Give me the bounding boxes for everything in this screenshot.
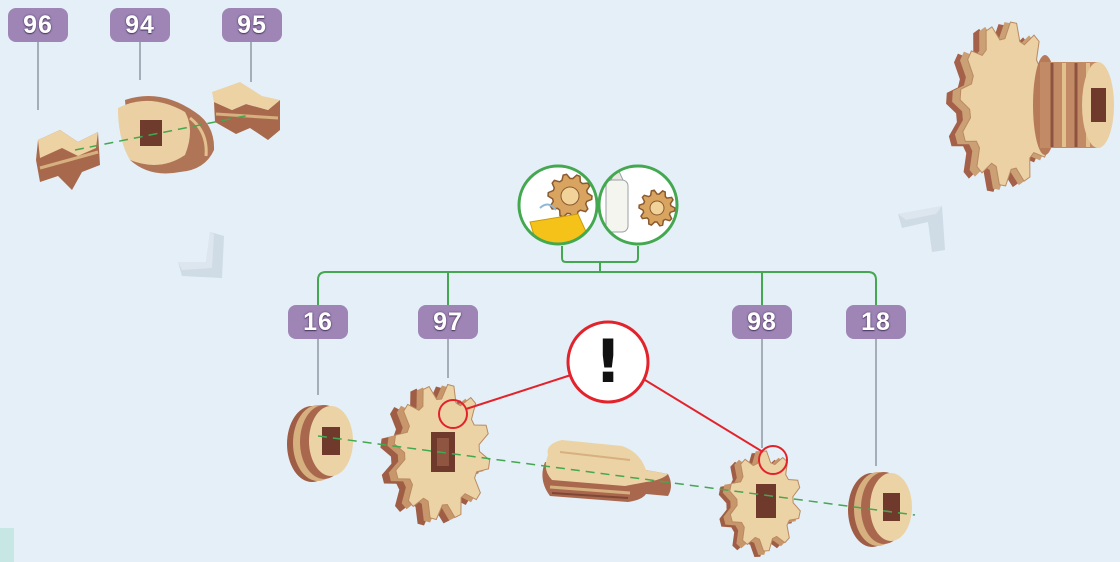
connector-tree bbox=[317, 246, 877, 305]
part-98 bbox=[718, 450, 801, 557]
part-badge-94: 94 bbox=[110, 8, 170, 42]
glue-hint-ring bbox=[517, 164, 599, 246]
gear-hint-ring bbox=[597, 164, 679, 246]
part-axle-layer bbox=[549, 485, 631, 495]
glue-hint bbox=[517, 164, 599, 246]
hint-gear-center bbox=[649, 200, 665, 216]
assembled-axle-hole bbox=[1091, 88, 1106, 122]
part-18 bbox=[848, 472, 912, 547]
part-96-face bbox=[38, 130, 98, 158]
step-arrow-shape bbox=[178, 232, 224, 278]
part-95-layer bbox=[215, 112, 279, 120]
assembled-gear-front bbox=[959, 21, 1057, 187]
part-98-hole bbox=[756, 484, 776, 518]
part-badge-16: 16 bbox=[288, 305, 348, 339]
part-94-hole bbox=[140, 120, 162, 146]
part-badge-18: 18 bbox=[846, 305, 906, 339]
part-94 bbox=[118, 96, 215, 174]
step-arrow-icon bbox=[178, 232, 224, 278]
part-16 bbox=[287, 405, 353, 482]
glue-bottle-shape bbox=[605, 179, 629, 233]
part-95 bbox=[212, 82, 280, 140]
warning-pointer-97 bbox=[465, 374, 572, 410]
warning-circle bbox=[566, 320, 650, 404]
part-95-side bbox=[214, 100, 280, 140]
step-arrow-icon bbox=[898, 206, 945, 252]
step-arrow-bevel bbox=[898, 206, 942, 220]
warning-highlight-97 bbox=[438, 399, 468, 429]
part-95-face bbox=[212, 82, 280, 110]
gear-hint bbox=[597, 164, 679, 246]
part-axle-face bbox=[545, 440, 668, 486]
part-96 bbox=[36, 130, 100, 190]
part-axle bbox=[542, 440, 671, 502]
connector-bar bbox=[317, 271, 877, 305]
assembled-gear-icon bbox=[946, 21, 1114, 192]
part-badge-96: 96 bbox=[8, 8, 68, 42]
part-badge-98: 98 bbox=[732, 305, 792, 339]
part-94-layer bbox=[189, 116, 208, 157]
step-arrow-bevel bbox=[178, 232, 214, 270]
warning-highlight-98 bbox=[758, 445, 788, 475]
warning-pointer-98 bbox=[644, 379, 764, 453]
hint-gear-center bbox=[560, 186, 580, 206]
part-18-hole bbox=[883, 493, 900, 521]
part-badge-95: 95 bbox=[222, 8, 282, 42]
corner-tab bbox=[0, 528, 14, 562]
glue-drop bbox=[539, 203, 557, 211]
bottom-guide-lines bbox=[317, 338, 877, 466]
top-guide-lines bbox=[37, 42, 252, 110]
main-alignment-dashed-line bbox=[317, 435, 916, 516]
warning-exclamation-icon: ! bbox=[594, 327, 622, 397]
part-96-layer bbox=[39, 150, 99, 170]
part-16-hole bbox=[322, 427, 340, 455]
warning-callout bbox=[438, 320, 788, 475]
part-badge-97: 97 bbox=[418, 305, 478, 339]
part-axle-layer bbox=[559, 451, 631, 461]
part-axle-layer bbox=[551, 492, 629, 499]
hint-bracket bbox=[561, 246, 639, 263]
